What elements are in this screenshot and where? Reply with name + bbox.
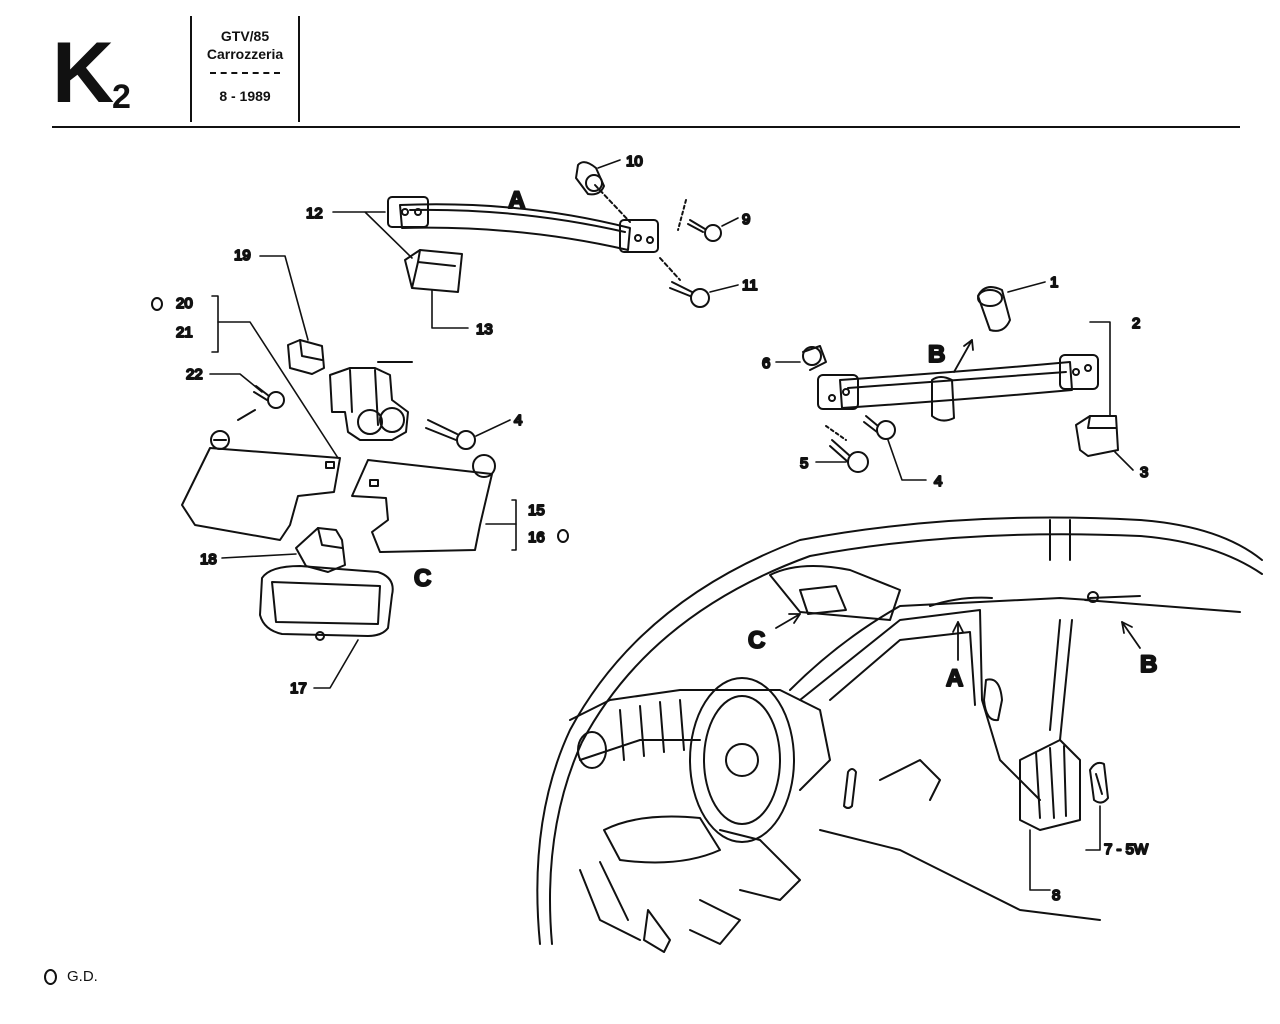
view-label-b-car: B [1140, 651, 1157, 678]
callout-7: 7 - 5W [1104, 841, 1149, 858]
callout-5: 5 [800, 455, 808, 472]
title-box: GTV/85 Carrozzeria 8 - 1989 [190, 16, 300, 122]
visor-left-20 [181, 430, 341, 541]
callout-9: 9 [742, 211, 750, 228]
visor-right-15 [351, 454, 496, 553]
ring-clip-1 [977, 286, 1011, 332]
footnote-label: G.D. [67, 968, 98, 985]
callout-18: 18 [200, 551, 217, 568]
end-cap-3 [1075, 415, 1119, 457]
footnote: G.D. [44, 968, 98, 985]
dash-bulb-to-handle [594, 184, 631, 223]
callout-16: 16 [528, 529, 545, 546]
view-label-a-top: A [508, 187, 525, 214]
car-interior-view [536, 516, 1263, 953]
callout-2: 2 [1132, 315, 1140, 332]
grab-handle-a [387, 196, 659, 253]
screw-22 [237, 385, 285, 421]
leader-lines [209, 159, 1134, 891]
screw-11 [669, 281, 710, 308]
view-arrows [775, 339, 1141, 661]
callout-3: 3 [1140, 464, 1148, 481]
view-label-c-top: C [414, 565, 431, 592]
callout-21: 21 [176, 324, 193, 341]
view-label-a-car: A [946, 665, 963, 692]
gd-marker-20 [151, 297, 163, 311]
view-label-b-top: B [928, 341, 945, 368]
callout-15: 15 [528, 502, 545, 519]
view-label-c-car: C [748, 627, 765, 654]
courtesy-lamp-7 [1089, 761, 1109, 804]
header-rule [52, 126, 1240, 128]
screw-9 [677, 199, 722, 242]
callout-10: 10 [626, 153, 643, 170]
callout-19: 19 [234, 247, 251, 264]
visor-clip-19 [287, 339, 325, 375]
callout-20: 20 [176, 295, 193, 312]
rear-view-mirror-17 [259, 565, 394, 641]
callout-4-left: 4 [514, 412, 522, 429]
callout-17: 17 [290, 680, 307, 697]
end-cap-13 [404, 249, 463, 293]
callout-22: 22 [186, 366, 203, 383]
visor-bracket [329, 361, 413, 441]
grab-handle-b [817, 354, 1099, 422]
callout-13: 13 [476, 321, 493, 338]
dash-screw-to-handle [659, 257, 681, 281]
title-divider [210, 72, 280, 82]
bulb-6 [802, 345, 827, 371]
page-code: K [52, 25, 114, 121]
callout-1: 1 [1050, 274, 1058, 291]
section-label: Carrozzeria [206, 46, 284, 62]
gd-marker-16 [557, 529, 569, 543]
bulb-10 [575, 161, 605, 196]
callout-4-right: 4 [934, 473, 942, 490]
date-label: 8 - 1989 [219, 88, 271, 104]
screw-5 [825, 425, 869, 473]
gd-circle-icon [44, 968, 57, 985]
screw-4-right [863, 415, 896, 440]
screw-4-left [425, 419, 476, 450]
page-code-sub: 2 [112, 78, 131, 116]
callout-8: 8 [1052, 887, 1060, 904]
callout-12: 12 [306, 205, 323, 222]
callout-6: 6 [762, 355, 770, 372]
callout-11: 11 [742, 277, 758, 294]
model-label: GTV/85 [220, 28, 270, 44]
door-pocket-8 [1019, 739, 1081, 831]
